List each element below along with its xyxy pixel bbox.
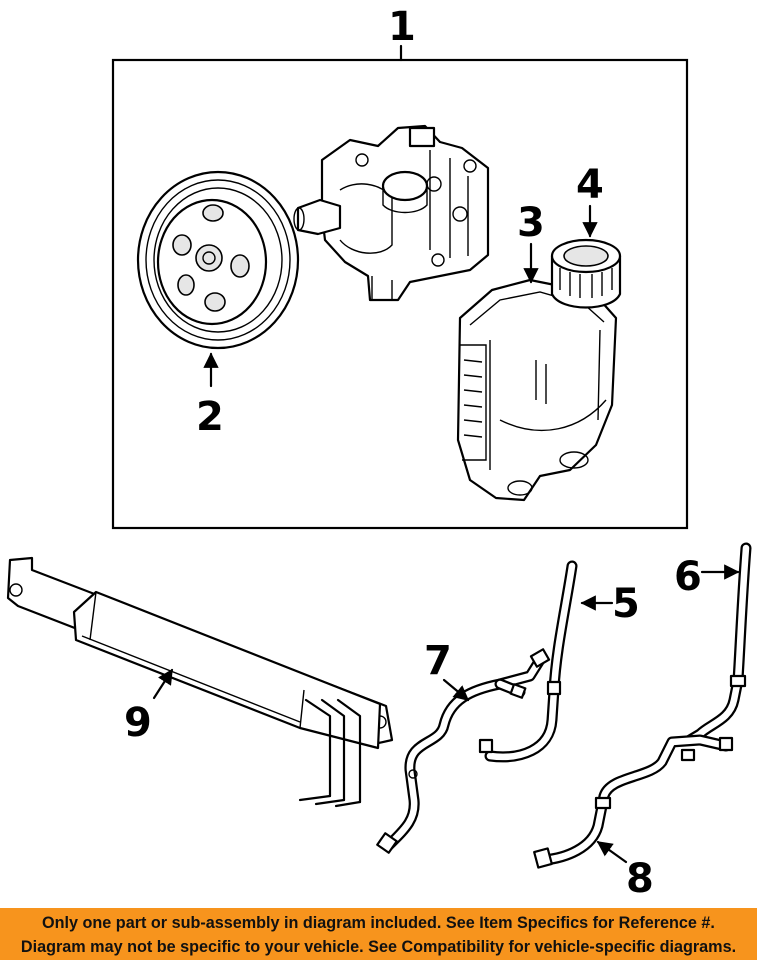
hose-6 xyxy=(684,542,752,746)
hose-7 xyxy=(376,648,551,854)
power-steering-pump xyxy=(293,124,490,302)
callout-7: 7 xyxy=(424,638,452,684)
cooler xyxy=(6,556,394,808)
pulley xyxy=(136,170,300,350)
callout-3: 3 xyxy=(517,200,545,246)
hose-5 xyxy=(478,560,578,763)
callout-9-arrow xyxy=(152,668,174,700)
callout-8-arrow xyxy=(596,840,628,864)
callout-4: 4 xyxy=(576,162,604,208)
reservoir-cap xyxy=(550,238,622,309)
parts-diagram: 1 2 xyxy=(6,4,752,902)
disclaimer-banner: Only one part or sub-assembly in diagram… xyxy=(0,908,757,960)
callout-9: 9 xyxy=(124,700,152,746)
callout-8: 8 xyxy=(626,856,654,902)
callout-7-arrow xyxy=(442,678,470,702)
disclaimer-line-2: Diagram may not be specific to your vehi… xyxy=(20,938,737,956)
callout-2: 2 xyxy=(196,394,224,440)
disclaimer-line-1: Only one part or sub-assembly in diagram… xyxy=(42,914,715,932)
callout-1: 1 xyxy=(388,4,416,50)
reservoir xyxy=(456,278,618,502)
callout-5: 5 xyxy=(612,581,640,627)
hose-8 xyxy=(533,734,734,869)
callout-6: 6 xyxy=(674,554,702,600)
